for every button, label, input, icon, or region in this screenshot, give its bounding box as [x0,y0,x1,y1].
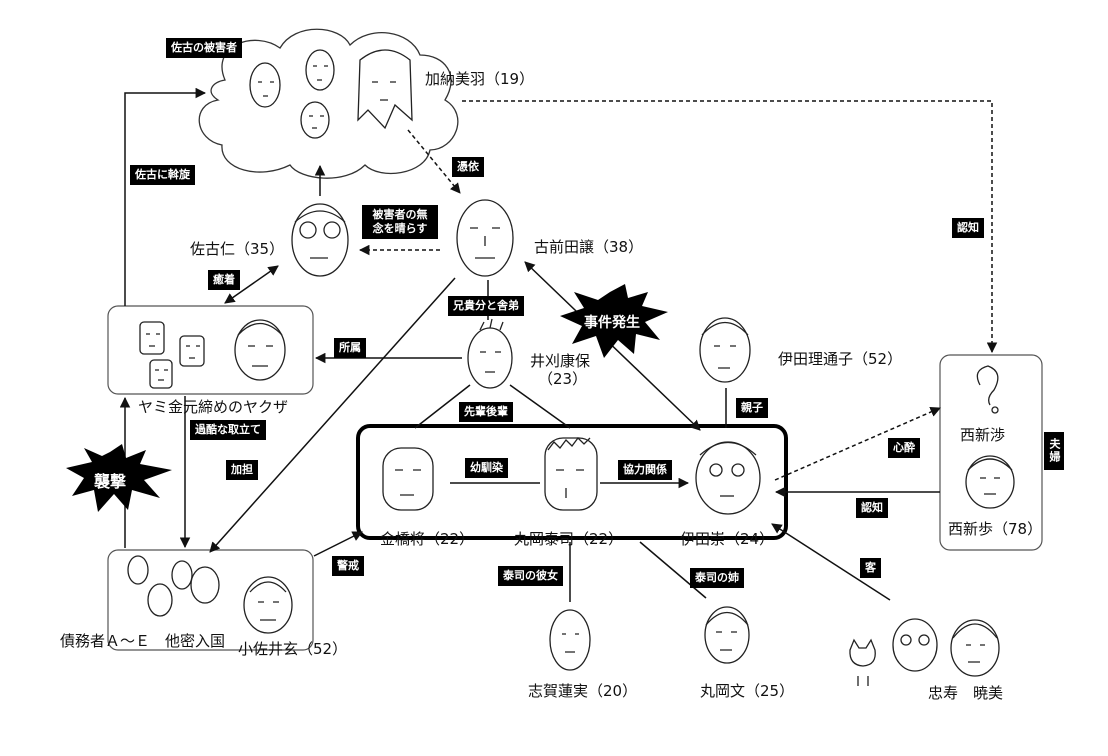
line-kyaku [771,523,891,601]
yakuza-face-icon [149,359,173,389]
kosai-face-icon [243,576,293,634]
nishin-sho-icon [976,365,999,414]
nishin-ayumi-face-icon [965,455,1015,509]
relationship-lines [119,87,998,602]
ikari-face-icon [467,318,513,389]
cat-icon [849,638,876,686]
tag-kokuna: 過酷な取立て [190,420,266,440]
debtor-face-icon [171,560,193,590]
burst-shugeki [66,444,172,512]
kanahashi-face-icon [382,447,434,511]
debtor-face-icon [147,583,173,617]
shiga-face-icon [549,609,591,671]
iida-riko-face-icon [699,317,751,383]
kano-name: 加納美羽（19） [425,70,535,88]
line-shinjo [774,406,941,481]
maruoka-taishi-face-icon [544,437,598,511]
tag-osananajimi: 幼馴染 [465,458,508,478]
tag-higaisha-line1: 被害者の無 [372,208,428,221]
tadotoshi-name: 忠寿 暁美 [928,684,1004,702]
maruoka-aya-name: 丸岡文（25） [700,682,795,700]
nishinayumi-name: 西新歩（78） [948,520,1043,538]
tag-oyako: 親子 [736,398,768,418]
tag-kyoryoku: 協力関係 [618,460,672,480]
face-icons [127,49,1015,686]
victim-face-icon [305,49,335,91]
iida-takashi-name: 伊田崇（24） [680,530,775,548]
tag-shozoku: 所属 [334,338,366,358]
tadotoshi-face-icon [892,618,938,672]
kosai-name: 小佐井玄（52） [238,640,348,658]
maruoka-aya-face-icon [704,606,750,664]
iida-riko-name: 伊田理通子（52） [778,350,903,368]
ikari-age: （23） [538,370,588,388]
yakuza-boss-face-icon [234,319,286,381]
tag-higaisha-line2: 念を晴らす [372,222,428,235]
victim-face-icon [300,101,330,139]
yakuza-face-icon [179,335,205,367]
line-katan [209,277,456,553]
tag-higaisha: 被害者の無 念を晴らす [362,205,438,239]
tag-kyodaibun: 兄貴分と舎弟 [448,296,524,316]
tag-shinjo: 心酔 [888,438,920,458]
line-senpai-left [414,384,471,429]
yakuza-face-icon [139,321,165,355]
line-senpai-right [509,384,571,429]
burst-jiken-label: 事件発生 [584,315,640,331]
burst-jiken [560,284,668,358]
tag-keikai: 警戒 [332,556,364,576]
tag-hyoui: 憑依 [452,157,484,177]
sako-face-icon [291,203,349,277]
akemi-face-icon [950,619,1000,677]
tag-sako-assen: 佐古に斡旋 [130,165,195,185]
victim-face-icon [249,62,281,108]
tag-sako-victims: 佐古の被害者 [166,38,242,58]
nishinsho-name: 西新渉 [960,426,1006,444]
kanahashi-name: 金橋将（22） [380,530,475,548]
tag-kanojo: 泰司の彼女 [498,566,563,586]
tag-ninshiki-mid: 認知 [856,498,888,518]
iida-takashi-face-icon [695,441,761,515]
debtor-face-icon [127,555,149,585]
komaeda-face-icon [456,199,514,277]
debtors-name: 債務者Ａ～Ｅ 他密入国 [60,632,226,650]
nishin-box [939,354,1043,551]
line-ninshiki-top [462,100,998,354]
yakuza-name: ヤミ金元締めのヤクザ [138,398,289,416]
sako-name: 佐古仁（35） [190,240,285,258]
line-yuchaku [224,265,279,304]
komaeda-name: 古前田譲（38） [534,238,644,256]
tag-fuufu: 夫婦 [1044,432,1064,470]
maruoka-taishi-name: 丸岡泰司（22） [514,530,624,548]
tag-katan: 加担 [226,460,258,480]
line-ane [639,541,707,599]
line-keikai [313,531,363,557]
kano-face-icon [357,49,413,130]
tag-ane: 泰司の姉 [690,568,744,588]
tag-senpai: 先輩後輩 [459,402,513,422]
debtor-face-icon [190,566,220,604]
ikari-name: 井刈康保 [530,352,591,370]
burst-shugeki-label: 襲撃 [94,472,127,491]
tag-yuchaku: 癒着 [208,270,240,290]
line-sako-assen [124,87,207,306]
tag-kyaku: 客 [860,558,881,578]
tag-ninshiki-top: 認知 [952,218,984,238]
shiga-name: 志賀蓮実（20） [528,682,638,700]
